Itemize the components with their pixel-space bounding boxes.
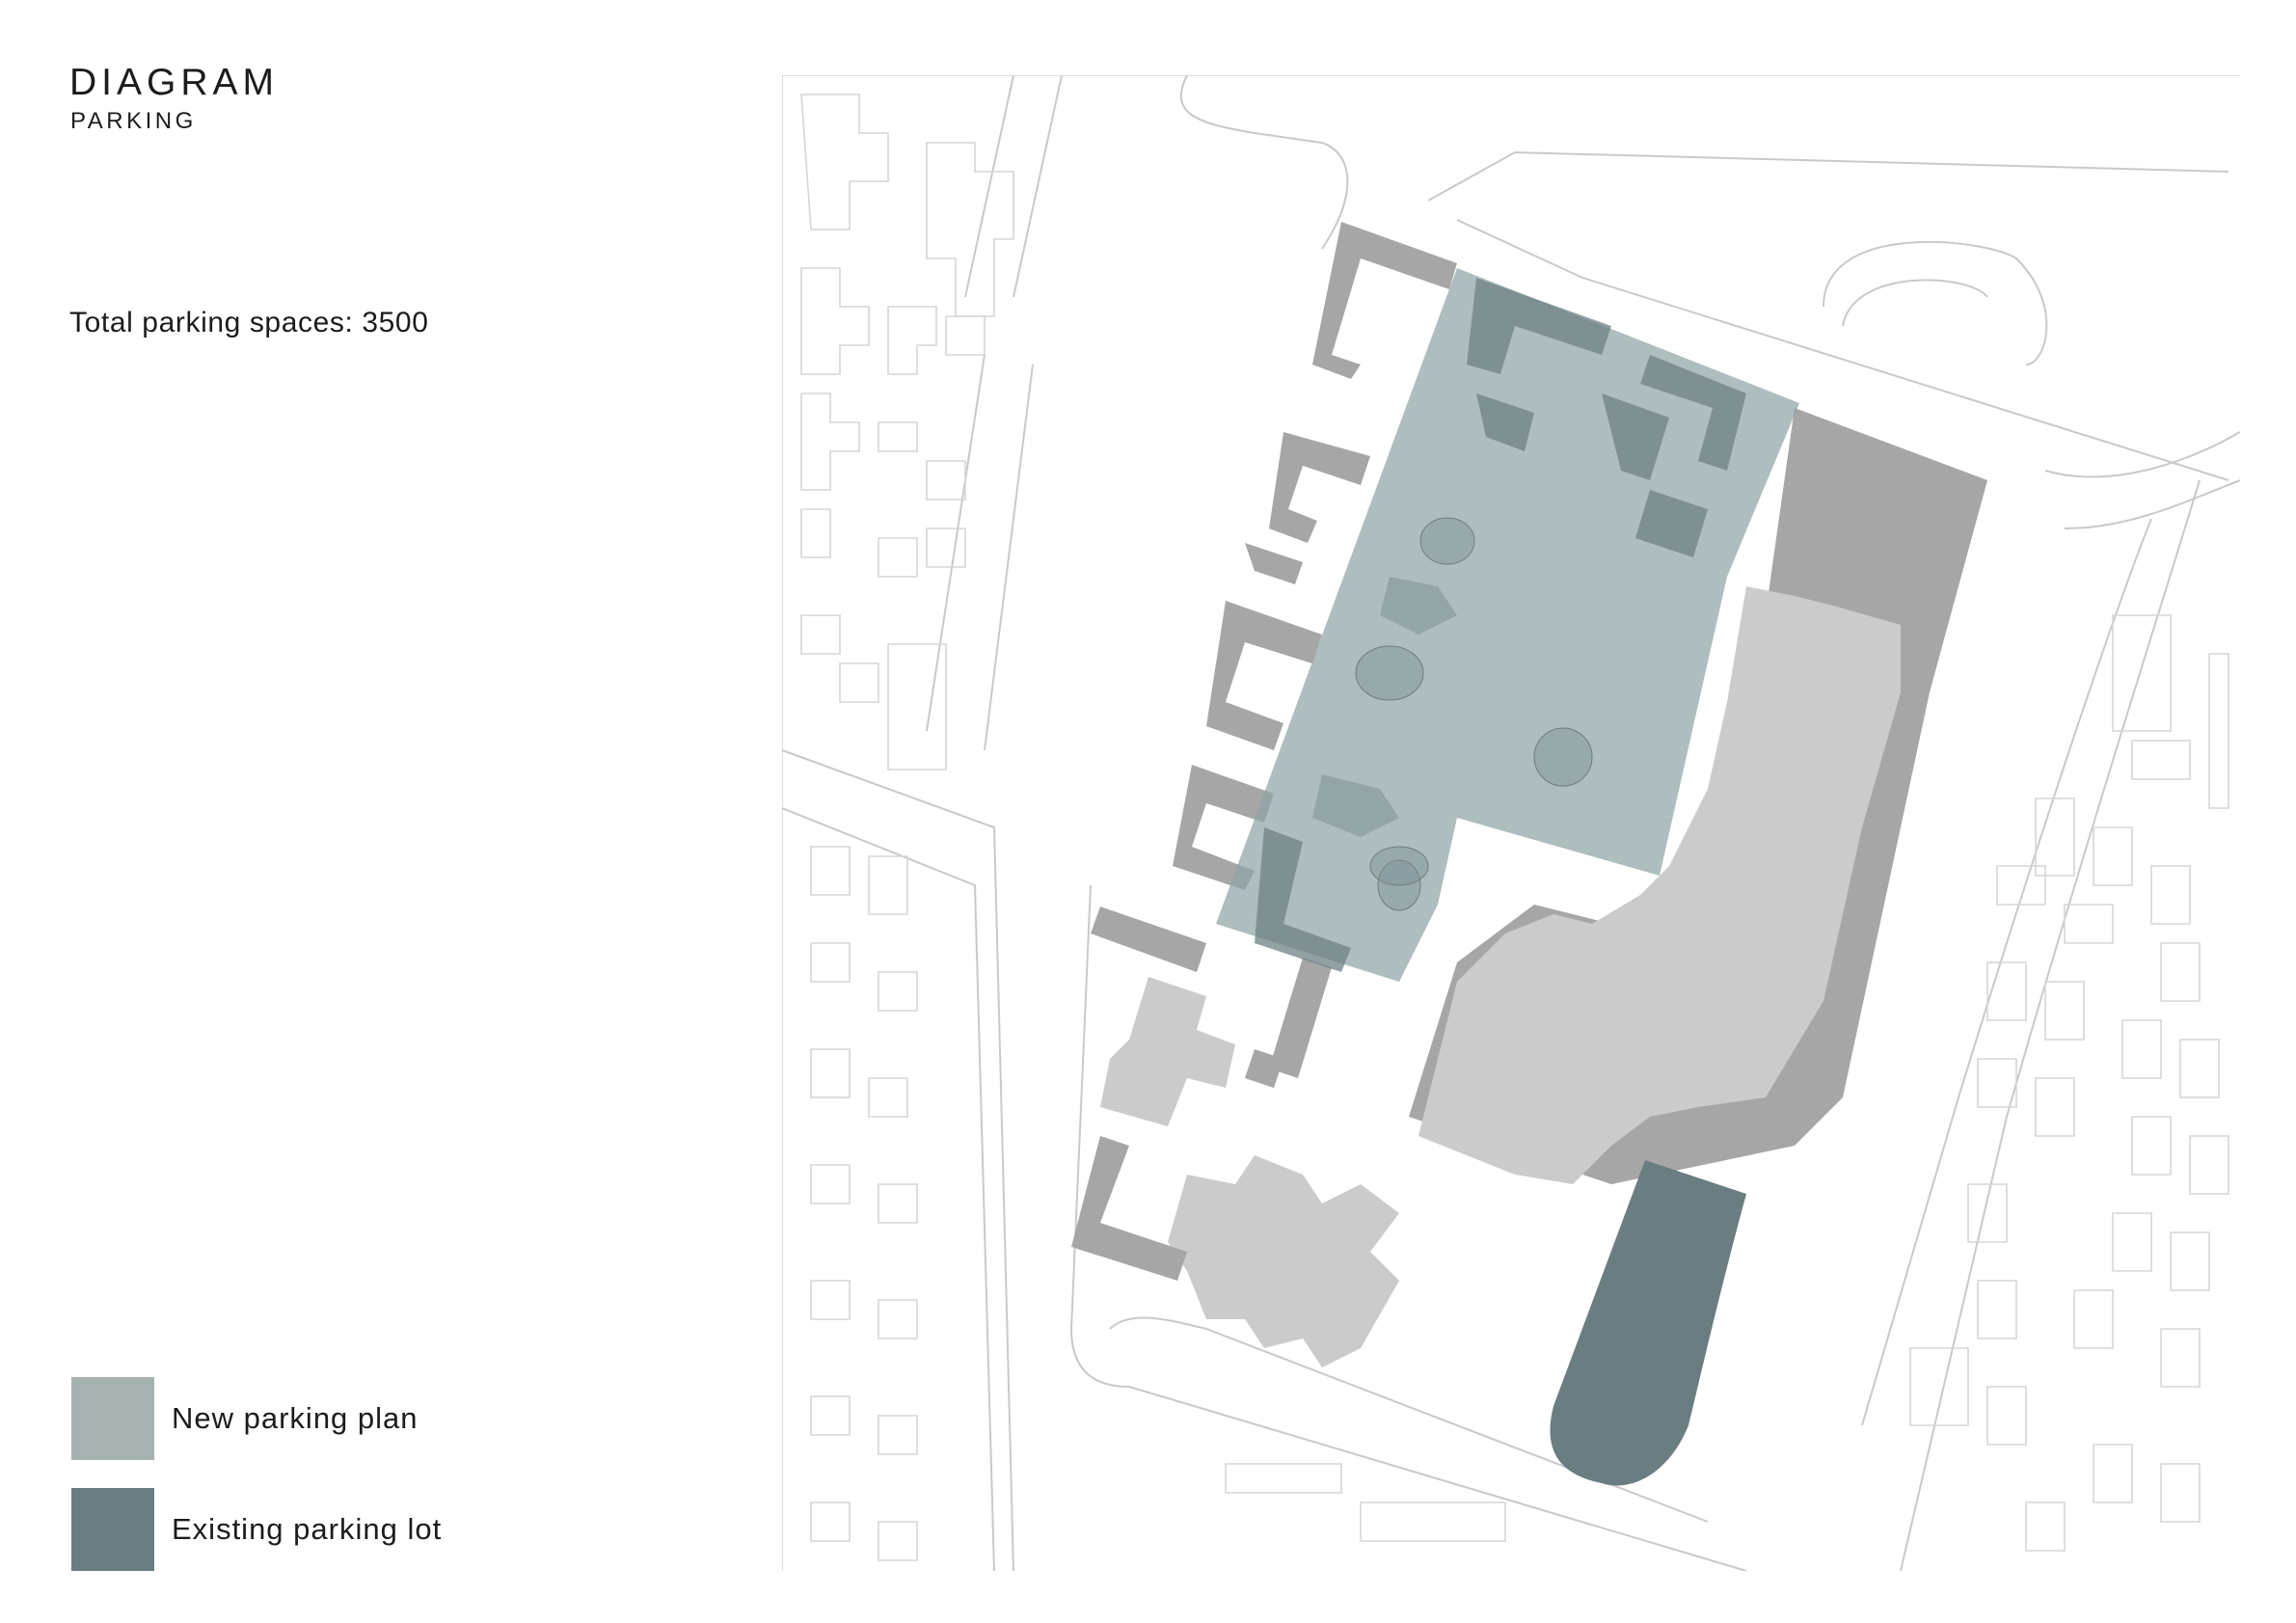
residential-blocks [1091,222,1457,1088]
legend-swatch-existing-parking [71,1488,154,1571]
diagram-title: DIAGRAM [69,62,280,103]
site-plan-map [782,75,2240,1571]
west-building-dark-l [1071,1136,1187,1281]
hotel-block [1168,1155,1399,1367]
total-parking-spaces: Total parking spaces: 3500 [69,307,429,338]
legend-swatch-new-parking [71,1377,154,1460]
central-buildings [1071,408,1987,1367]
legend-label-new-parking: New parking plan [172,1401,419,1435]
new-parking-plan [1216,268,1799,982]
diagram-subtitle: PARKING [70,108,197,134]
context-streets [782,75,2240,1571]
existing-parking-lot [1550,1160,1746,1486]
legend-label-existing-parking: Existing parking lot [172,1512,443,1546]
context-buildings [800,94,2229,1561]
legend-item-new-parking: New parking plan [71,1377,419,1460]
west-building-light [1100,977,1235,1126]
shopping-centre-light [1418,586,1901,1184]
legend-item-existing-parking: Existing parking lot [71,1488,442,1571]
